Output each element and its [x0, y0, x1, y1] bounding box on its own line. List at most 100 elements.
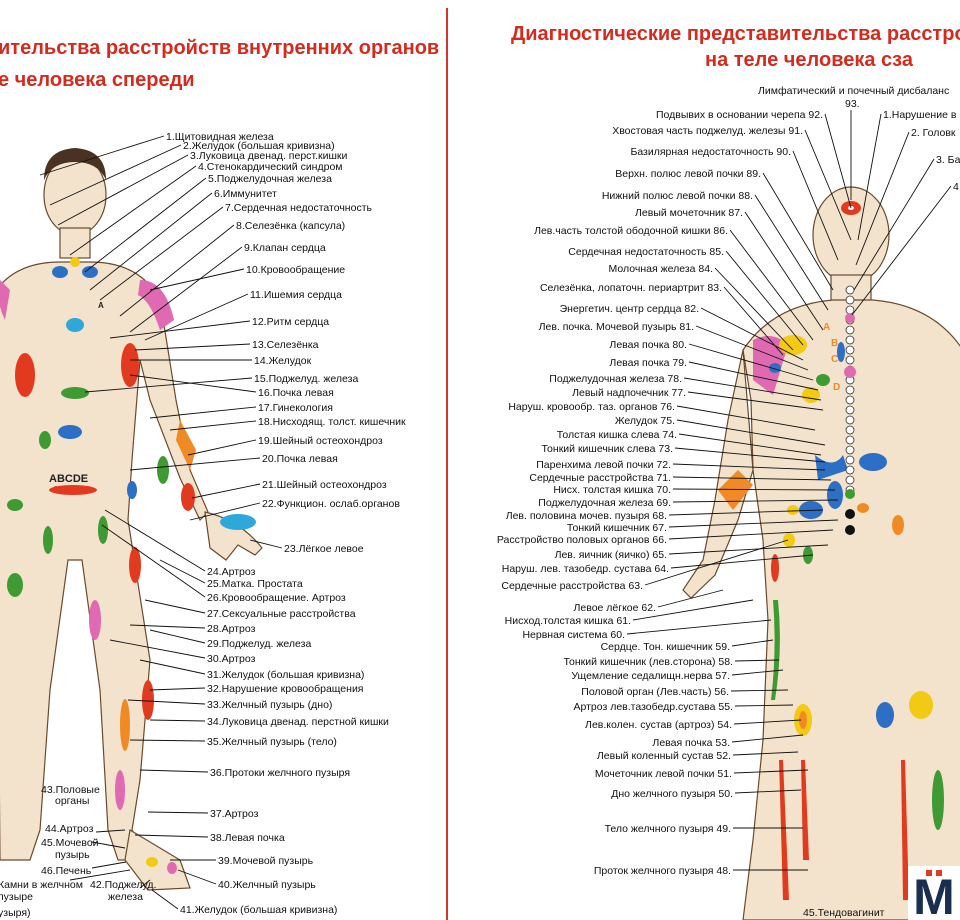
- back-label: Энергетич. центр сердца 82.: [560, 303, 699, 315]
- back-leader-line: [792, 150, 839, 261]
- back-leader-line: [730, 689, 789, 692]
- front-label: 41.Желудок (большая кривизна): [180, 904, 337, 916]
- front-leader-line: [144, 599, 206, 614]
- back-label: Левый коленный сустав 52.: [597, 750, 731, 762]
- front-mark-a: A: [98, 301, 104, 310]
- back-label: Тонкий кишечник (лев.сторона) 58.: [563, 656, 733, 668]
- front-label: 21.Шейный остеохондроз: [262, 479, 387, 491]
- front-leader-line: [187, 439, 257, 456]
- back-label: Половой орган (Лев.часть) 56.: [581, 686, 729, 698]
- front-leader-line: [149, 629, 206, 644]
- back-leader-line: [668, 544, 829, 555]
- front-label: 6.Иммунитет: [214, 188, 277, 200]
- back-label: Нижний полюс левой почки 88.: [602, 190, 753, 202]
- back-leader-line: [754, 194, 829, 311]
- back-labels: Подвывих в основании черепа 92.Хвостовая…: [497, 109, 823, 877]
- front-leader-line: [139, 659, 206, 675]
- front-label: 24.Артроз: [207, 566, 256, 578]
- front-label: 4.Стенокардический синдром: [198, 161, 343, 173]
- front-leader-line: [169, 420, 257, 431]
- front-label: 1.Щитовидная железа: [166, 131, 274, 143]
- back-label: Расстройство половых органов 66.: [497, 534, 667, 546]
- back-leader-line: [734, 659, 780, 662]
- back-label: Нервная система 60.: [522, 629, 625, 641]
- front-label: 14.Желудок: [254, 355, 312, 367]
- front-leader-line: [89, 192, 213, 291]
- back-label: Хвостовая часть поджелуд. железы 91.: [612, 125, 803, 137]
- back-leader-line: [731, 669, 784, 676]
- back-label: Поджелудочная железа 69.: [538, 497, 671, 509]
- back-leader-line: [668, 519, 839, 528]
- back-right-label: 3. Ба: [936, 154, 960, 166]
- back-label: Желудок 75.: [615, 415, 675, 427]
- back-label: Лев. половина мочев. пузыря 68.: [506, 510, 667, 522]
- back-spine-letters: ABCD: [823, 322, 840, 393]
- front-label: 13.Селезёнка: [252, 339, 319, 351]
- front-leader-line: [99, 206, 224, 301]
- back-label: Лев.часть толстой ободочной кишки 86.: [534, 225, 728, 237]
- front-foot-label: пузыре: [0, 891, 33, 903]
- back-title-line-1: Диагностические представительства расстр…: [511, 23, 960, 45]
- front-label: 31.Желудок (большая кривизна): [207, 669, 364, 681]
- front-label: 29.Поджелуд. железа: [207, 638, 311, 650]
- back-label: Левое лёгкое 62.: [574, 602, 657, 614]
- back-leader-line: [762, 172, 834, 291]
- back-leader-line: [632, 599, 754, 621]
- front-label: 7.Сердечная недостаточность: [225, 202, 372, 214]
- back-label: Левая почка 79.: [609, 357, 687, 369]
- front-foot-label: Камни в желчном: [0, 879, 83, 891]
- back-right-label: 2. Головк: [911, 127, 956, 139]
- front-leader-line: [191, 483, 261, 499]
- back-leader-line: [731, 639, 774, 647]
- front-foot-label: 45.Мочевой: [41, 837, 99, 849]
- front-leader-line: [101, 524, 206, 598]
- back-label: Наруш. кровообр. таз. органов 76.: [508, 401, 675, 413]
- front-leader-line: [147, 811, 209, 814]
- panel-divider: [445, 8, 448, 920]
- back-label: Верхн. полюс левой почки 89.: [615, 168, 761, 180]
- back-leader-line: [744, 211, 824, 331]
- back-leader-line: [804, 129, 852, 241]
- front-leader-line: [104, 509, 206, 572]
- front-title-line-2: е человека спереди: [0, 69, 195, 91]
- brand-logo: M: [908, 866, 960, 920]
- front-hair: [44, 148, 106, 180]
- back-label: Сердечные расстройства 63.: [501, 580, 643, 592]
- front-leader-line: [149, 687, 206, 691]
- back-leader-line: [700, 307, 804, 361]
- front-leader-line: [57, 154, 189, 226]
- front-label: 11.Ишемия сердца: [250, 289, 342, 301]
- front-label: 40.Желчный пузырь: [218, 879, 316, 891]
- front-label: 39.Мочевой пузырь: [218, 855, 314, 867]
- back-label: Ущемление седалищн.нерва 57.: [571, 670, 730, 682]
- front-leader-line: [189, 502, 261, 521]
- back-label: Левый надпочечник 77.: [572, 387, 686, 399]
- back-leader-line: [668, 509, 824, 516]
- front-foot-label: узыря): [0, 907, 31, 919]
- back-top-note: Лимфатический и почечный дисбаланс: [758, 85, 949, 97]
- front-leader-line: [109, 320, 251, 339]
- back-leader-line: [674, 447, 826, 463]
- front-foot-label: пузырь: [55, 849, 90, 861]
- back-label: Тонкий кишечник слева 73.: [541, 443, 673, 455]
- front-leader-line: [69, 165, 197, 256]
- back-leader-line: [676, 419, 826, 446]
- front-leader-line: [129, 374, 257, 393]
- front-leader-line: [129, 457, 261, 471]
- back-body-diagram: ABCD Лимфатический и почечный дисбаланс …: [497, 85, 960, 920]
- back-leader-line: [672, 499, 839, 503]
- svg-text:M: M: [913, 869, 955, 920]
- back-leader-line: [733, 769, 809, 774]
- back-leader-line: [725, 250, 804, 346]
- front-label: 19.Шейный остеохондроз: [258, 435, 383, 447]
- front-label: 32.Нарушение кровообращения: [207, 683, 364, 695]
- back-label: Поджелудочная железа 78.: [549, 373, 682, 385]
- back-label: Мочеточник левой почки 51.: [595, 768, 732, 780]
- back-leader-line: [626, 619, 772, 635]
- front-label: 30.Артроз: [207, 653, 256, 665]
- front-label: 25.Матка. Простата: [207, 578, 303, 590]
- back-label: Левая почка 53.: [652, 737, 730, 749]
- front-label: 28.Артроз: [207, 623, 256, 635]
